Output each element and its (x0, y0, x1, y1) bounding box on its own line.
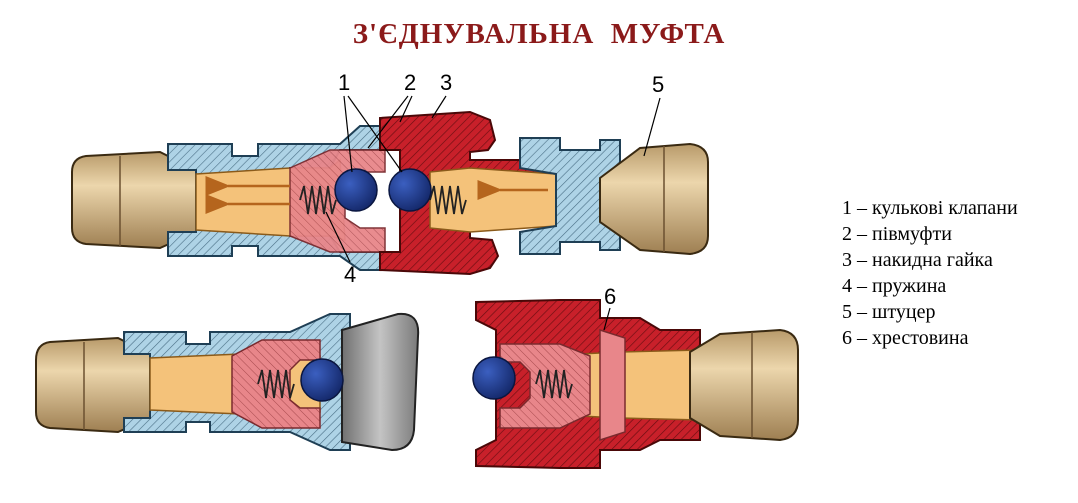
legend-item-5: 5 – штуцер (842, 301, 936, 323)
callout-6: 6 (604, 284, 616, 309)
legend-item-1: 1 – кулькові клапани (842, 197, 1018, 219)
legend-item-3: 3 – накидна гайка (842, 249, 993, 271)
lower-left-ball (300, 358, 344, 402)
lower-left-spring (257, 369, 295, 399)
right-fitting (599, 142, 709, 256)
callout-3: 3 (440, 70, 452, 95)
lower-right-fitting (689, 328, 799, 442)
ball-valve-left (334, 168, 378, 212)
legend: 1 – кулькові клапани 2 – півмуфти 3 – на… (842, 195, 1018, 351)
lower-right-ball (472, 356, 516, 400)
callout-4: 4 (344, 262, 356, 287)
right-blue-sleeve (519, 137, 621, 255)
callouts: 1 2 3 4 5 6 (325, 70, 664, 331)
diagram-title: З'ЄДНУВАЛЬНА МУФТА (352, 18, 726, 50)
ball-valve-right (388, 168, 432, 212)
callout-1: 1 (338, 70, 350, 95)
disconnected-left-half (35, 312, 420, 452)
legend-item-2: 2 – півмуфти (842, 223, 952, 245)
cross-piece (599, 328, 626, 442)
callout-5: 5 (652, 72, 664, 97)
assembled-coupling (71, 110, 709, 276)
spring-left (299, 185, 337, 215)
protective-cap (341, 312, 420, 452)
disconnected-right-half (472, 299, 799, 469)
legend-item-4: 4 – пружина (842, 275, 947, 297)
lower-right-spring (535, 369, 573, 399)
legend-item-6: 6 – хрестовина (842, 327, 969, 349)
spring-right (429, 185, 467, 215)
callout-2: 2 (404, 70, 416, 95)
